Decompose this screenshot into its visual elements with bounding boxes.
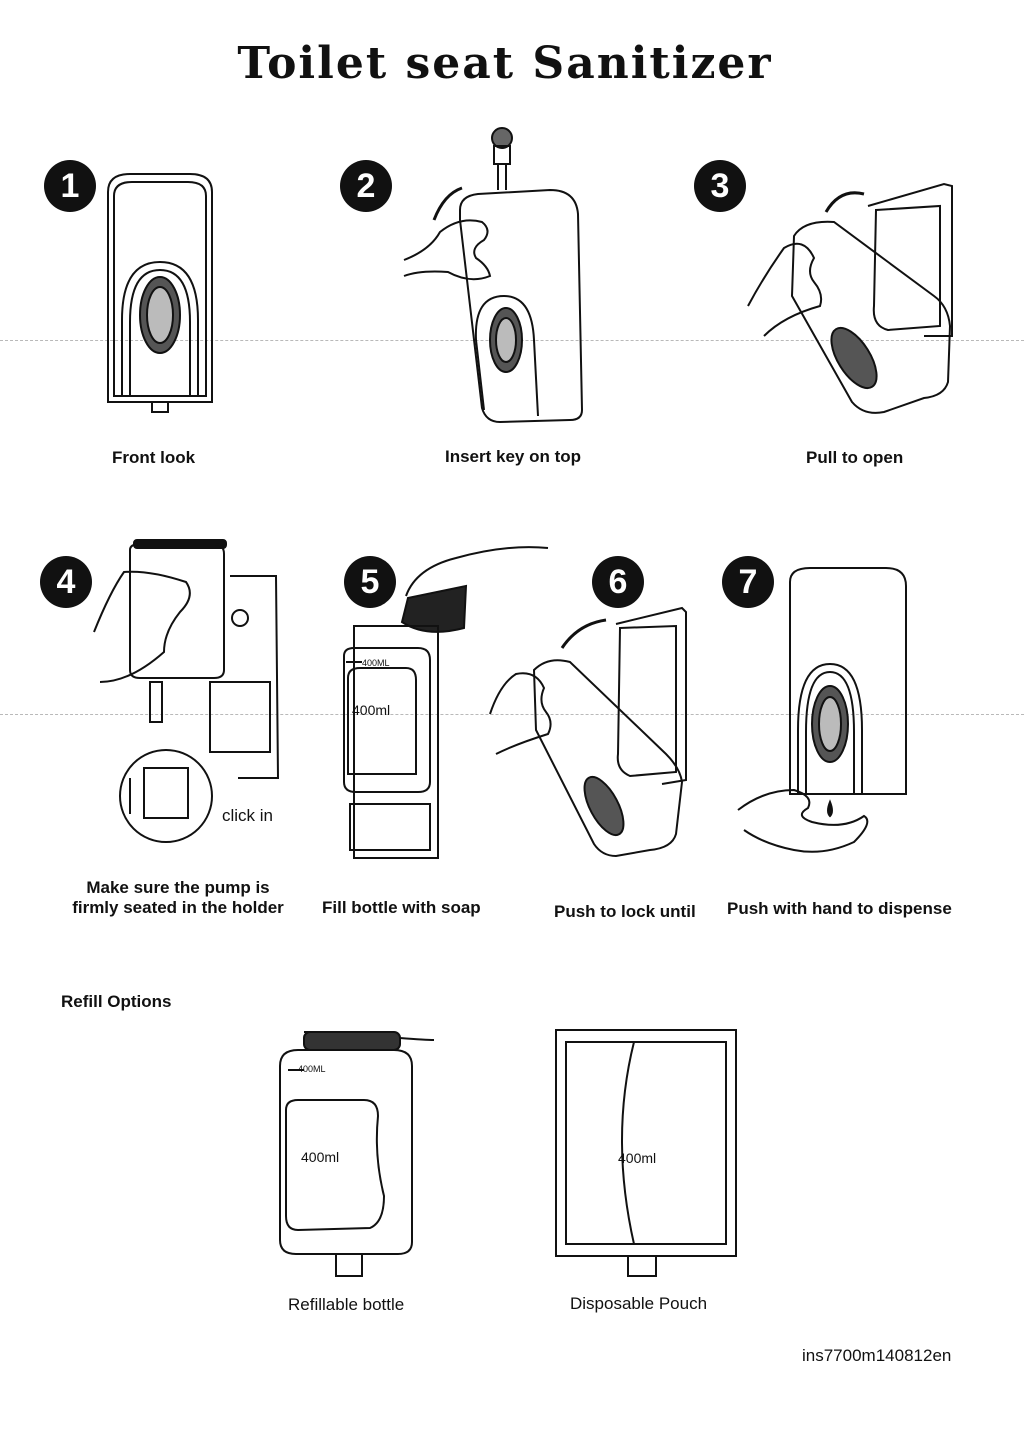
step-6-caption: Push to lock until — [554, 902, 696, 921]
dispenser-front-figure — [100, 170, 220, 420]
step-4-caption-line1: Make sure the pump is — [86, 878, 270, 897]
page-title: Toilet seat Sanitizer — [237, 38, 773, 89]
step-6-badge: 6 — [592, 556, 644, 608]
scan-line — [0, 714, 1024, 715]
step-1-caption: Front look — [112, 448, 196, 467]
pump-holder-figure — [90, 532, 290, 862]
step-5-badge: 5 — [344, 556, 396, 608]
step-7-caption: Push with hand to dispense — [727, 899, 952, 918]
refillable-bottle-figure — [270, 1026, 440, 1280]
dispenser-open-figure — [400, 180, 590, 430]
step-4-caption: Make sure the pump is firmly seated in t… — [60, 878, 296, 918]
step-4-badge: 4 — [40, 556, 92, 608]
document-code: ins7700m140812en — [802, 1346, 952, 1365]
disposable-pouch-figure — [554, 1028, 738, 1280]
step-2-caption: Insert key on top — [445, 447, 582, 466]
refill-bottle-scale: 400ML — [298, 1064, 326, 1074]
push-to-lock-figure — [486, 604, 700, 860]
refill-bottle-caption: Refillable bottle — [288, 1295, 405, 1314]
fill-bottle-figure — [336, 542, 548, 864]
step-2-badge: 2 — [340, 160, 392, 212]
refill-heading: Refill Options — [61, 992, 172, 1011]
step-5-bottle-label: 400ml — [352, 702, 391, 718]
step-5-scale-label: 400ML — [362, 658, 390, 668]
step-3-caption: Pull to open — [806, 448, 904, 467]
step-1-badge: 1 — [44, 160, 96, 212]
step-3-badge: 3 — [694, 160, 746, 212]
dispenser-pull-open-figure — [744, 176, 960, 436]
dispense-figure — [734, 560, 908, 860]
refill-bottle-label: 400ml — [301, 1149, 340, 1165]
step-4-caption-line2: firmly seated in the holder — [72, 898, 284, 917]
step-7-badge: 7 — [722, 556, 774, 608]
click-in-label: click in — [222, 806, 274, 825]
step-5-caption: Fill bottle with soap — [322, 898, 481, 917]
key-icon — [484, 124, 520, 194]
pouch-label: 400ml — [618, 1150, 657, 1166]
pouch-caption: Disposable Pouch — [570, 1294, 708, 1313]
